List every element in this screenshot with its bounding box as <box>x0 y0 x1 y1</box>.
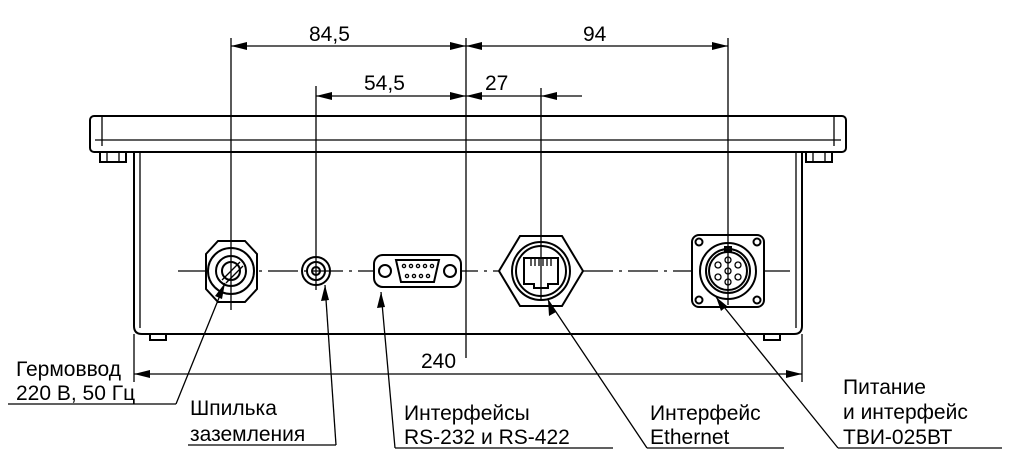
dim-54-5: 54,5 <box>364 72 405 95</box>
callout-ethernet-line2: Ethernet <box>650 426 730 449</box>
callout-power-line3: ТВИ-025ВТ <box>843 426 953 449</box>
lid-nut-left <box>99 151 127 163</box>
leader-lines <box>8 282 1002 449</box>
enclosure-lid <box>89 115 847 153</box>
enclosure <box>89 115 847 341</box>
callout-ground-stud-line1: Шпилька <box>190 397 277 420</box>
callout-serial-line2: RS-232 и RS-422 <box>404 426 570 449</box>
extension-lines <box>133 38 803 382</box>
enclosure-body <box>133 152 803 335</box>
leader-arrows <box>215 283 727 316</box>
foot-left <box>149 333 167 341</box>
foot-right <box>763 333 781 341</box>
callout-cable-gland-line1: Гермоввод <box>16 358 121 381</box>
dim-84-5: 84,5 <box>309 23 350 46</box>
callout-power-line2: и интерфейс <box>843 401 968 424</box>
callout-ethernet-line1: Интерфейс <box>650 402 761 425</box>
dim-27: 27 <box>485 72 508 95</box>
dim-94: 94 <box>583 23 607 46</box>
lid-nut-right <box>805 151 833 163</box>
callout-power-line1: Питание <box>843 376 926 399</box>
callout-serial-line1: Интерфейсы <box>404 402 530 425</box>
callout-ground-stud-line2: заземления <box>190 423 305 446</box>
callout-cable-gland-line2: 220 В, 50 Гц <box>16 382 135 405</box>
db9-connector <box>373 254 462 288</box>
dim-240: 240 <box>421 350 456 373</box>
dimension-lines <box>134 42 802 378</box>
